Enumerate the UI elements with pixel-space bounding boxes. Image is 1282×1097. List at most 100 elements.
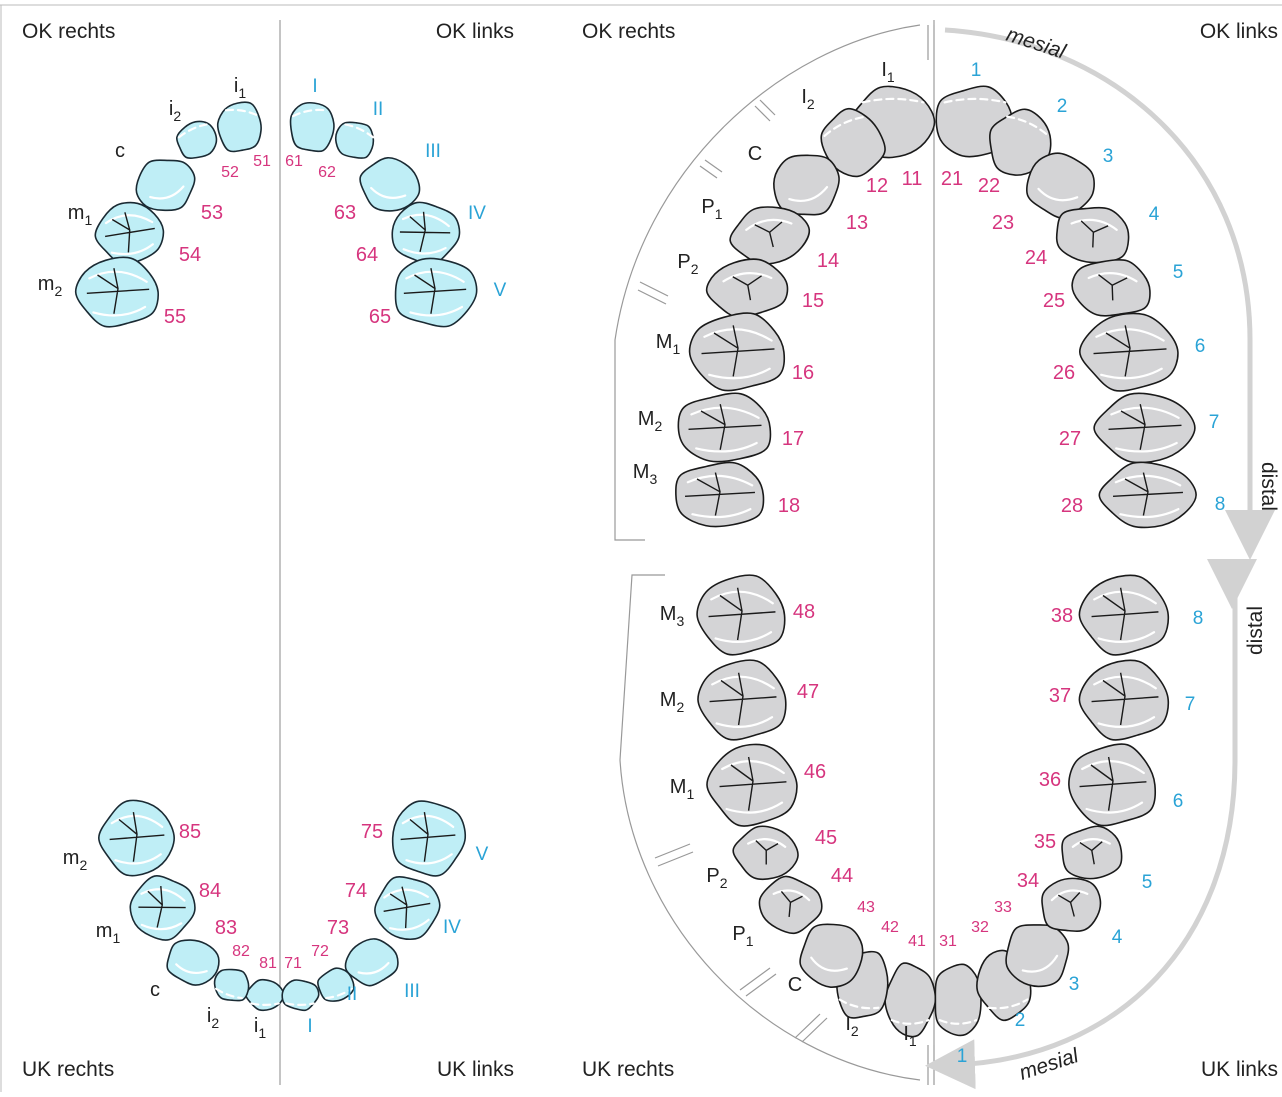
roman-64: IV bbox=[468, 203, 486, 224]
fdi-41: 41 bbox=[908, 933, 926, 950]
fdi-83: 83 bbox=[215, 917, 237, 939]
deciduous-tooth-81 bbox=[245, 978, 285, 1012]
fdi-13: 13 bbox=[846, 212, 868, 234]
corner-uk-rechts-right: UK rechts bbox=[582, 1058, 674, 1081]
lower-bracket bbox=[619, 574, 935, 1085]
permanent-tooth-24 bbox=[1055, 206, 1130, 264]
fdi-27: 27 bbox=[1059, 428, 1081, 450]
label-upper-distal: distal bbox=[1257, 462, 1280, 511]
roman-61: I bbox=[312, 76, 317, 97]
permanent-tooth-25 bbox=[1071, 259, 1151, 317]
corner-uk-rechts-left: UK rechts bbox=[22, 1058, 114, 1081]
teeth-layer bbox=[74, 85, 1197, 1038]
permanent-tooth-33 bbox=[1005, 924, 1070, 988]
fdi-28: 28 bbox=[1061, 495, 1083, 517]
permanent-tooth-36 bbox=[1068, 743, 1157, 827]
deciduous-tooth-72 bbox=[316, 967, 355, 1002]
fdi-47: 47 bbox=[797, 681, 819, 703]
fdi-23: 23 bbox=[992, 212, 1014, 234]
permanent-tooth-13 bbox=[773, 154, 840, 216]
roman-75: V bbox=[476, 844, 489, 865]
deciduous-tooth-53 bbox=[135, 159, 196, 212]
label-lower-mesial: mesial bbox=[1016, 1044, 1082, 1085]
label-lower-distal: distal bbox=[1244, 606, 1267, 655]
corner-ok-links-left: OK links bbox=[436, 20, 514, 43]
deciduous-tooth-83 bbox=[166, 939, 220, 986]
deciduous-class-81: i1 bbox=[254, 1015, 266, 1041]
deciduous-tooth-55 bbox=[74, 256, 159, 328]
permanent-class-13: C bbox=[748, 143, 762, 165]
roman-71: I bbox=[307, 1016, 312, 1037]
permanent-tooth-12 bbox=[820, 107, 886, 178]
fdi-35: 35 bbox=[1034, 831, 1056, 853]
quadrant-number-32: 2 bbox=[1015, 1010, 1026, 1031]
deciduous-tooth-52 bbox=[175, 120, 218, 160]
deciduous-class-85: m2 bbox=[63, 847, 88, 873]
fdi-81: 81 bbox=[259, 955, 277, 972]
fdi-44: 44 bbox=[831, 865, 853, 887]
quadrant-number-22: 2 bbox=[1057, 96, 1068, 117]
fdi-18: 18 bbox=[778, 495, 800, 517]
deciduous-tooth-84 bbox=[129, 875, 196, 941]
permanent-tooth-26 bbox=[1078, 312, 1179, 392]
fdi-17: 17 bbox=[782, 428, 804, 450]
roman-63: III bbox=[425, 141, 441, 162]
permanent-class-48: M3 bbox=[660, 603, 685, 629]
roman-65: V bbox=[494, 280, 507, 301]
permanent-tooth-35 bbox=[1061, 825, 1123, 880]
quadrant-number-35: 5 bbox=[1142, 872, 1153, 893]
fdi-43: 43 bbox=[857, 899, 875, 916]
fdi-52: 52 bbox=[221, 164, 239, 181]
permanent-tooth-38 bbox=[1078, 574, 1170, 656]
permanent-class-46: M1 bbox=[670, 776, 695, 802]
fdi-48: 48 bbox=[793, 601, 815, 623]
fdi-33: 33 bbox=[994, 899, 1012, 916]
quadrant-number-36: 6 bbox=[1173, 791, 1184, 812]
permanent-tooth-27 bbox=[1093, 392, 1196, 464]
fdi-21: 21 bbox=[941, 168, 963, 190]
permanent-tooth-44 bbox=[758, 875, 823, 935]
quadrant-number-27: 7 bbox=[1209, 412, 1220, 433]
deciduous-tooth-75 bbox=[391, 800, 467, 877]
permanent-class-16: M1 bbox=[656, 331, 681, 357]
deciduous-tooth-51 bbox=[216, 101, 262, 153]
fdi-16: 16 bbox=[792, 362, 814, 384]
permanent-tooth-22 bbox=[989, 108, 1052, 176]
fdi-61: 61 bbox=[285, 153, 303, 170]
quadrant-number-33: 3 bbox=[1069, 974, 1080, 995]
quadrant-number-37: 7 bbox=[1185, 694, 1196, 715]
corner-uk-links-right: UK links bbox=[1201, 1058, 1278, 1081]
quadrant-number-24: 4 bbox=[1149, 204, 1160, 225]
permanent-tooth-18 bbox=[675, 461, 765, 528]
fdi-14: 14 bbox=[817, 250, 839, 272]
deciduous-class-52: i2 bbox=[169, 98, 181, 124]
corner-ok-rechts-right: OK rechts bbox=[582, 20, 675, 43]
fdi-42: 42 bbox=[881, 919, 899, 936]
fdi-71: 71 bbox=[284, 955, 302, 972]
deciduous-tooth-64 bbox=[391, 201, 461, 266]
roman-72: II bbox=[347, 984, 358, 1005]
deciduous-tooth-63 bbox=[359, 156, 421, 212]
permanent-class-17: M2 bbox=[638, 408, 663, 434]
permanent-class-14: P1 bbox=[701, 196, 722, 222]
fdi-73: 73 bbox=[327, 917, 349, 939]
fdi-15: 15 bbox=[802, 290, 824, 312]
permanent-tooth-41 bbox=[884, 962, 937, 1038]
fdi-46: 46 bbox=[804, 761, 826, 783]
fdi-22: 22 bbox=[978, 175, 1000, 197]
quadrant-number-23: 3 bbox=[1103, 146, 1114, 167]
permanent-class-11: I1 bbox=[881, 59, 895, 85]
fdi-74: 74 bbox=[345, 880, 367, 902]
permanent-tooth-48 bbox=[696, 574, 786, 656]
fdi-54: 54 bbox=[179, 244, 201, 266]
fdi-75: 75 bbox=[361, 821, 383, 843]
deciduous-tooth-65 bbox=[394, 257, 478, 328]
permanent-class-15: P2 bbox=[677, 251, 698, 277]
roman-73: III bbox=[404, 981, 420, 1002]
fdi-51: 51 bbox=[253, 153, 271, 170]
quadrant-number-34: 4 bbox=[1112, 927, 1123, 948]
deciduous-tooth-82 bbox=[213, 968, 250, 1002]
permanent-tooth-46 bbox=[706, 743, 798, 827]
permanent-class-47: M2 bbox=[660, 689, 685, 715]
